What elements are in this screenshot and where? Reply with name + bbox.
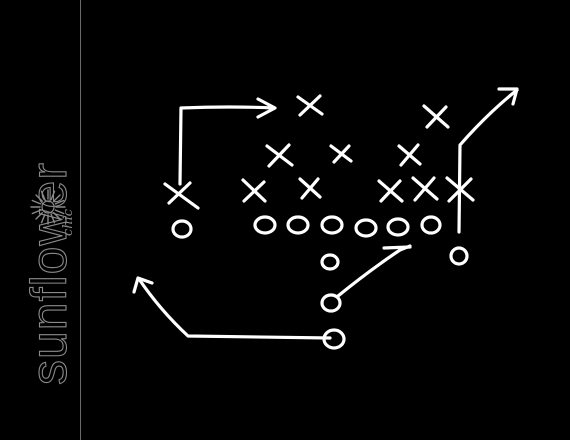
defense-x [445, 176, 475, 203]
brand-logo: sunflower [20, 161, 77, 385]
defense-x [422, 104, 450, 129]
defense-x [411, 176, 439, 202]
defense-x [298, 177, 322, 200]
brand-script-text: chic [61, 208, 76, 236]
route-right-post [457, 88, 519, 234]
brand-divider [80, 0, 81, 440]
sunflower-icon [30, 189, 66, 225]
route-bottom-left [137, 277, 332, 340]
brand-wordmark: sunflower [21, 162, 77, 385]
defense-x [397, 143, 422, 167]
offense-o [320, 215, 344, 235]
defense-x [241, 178, 267, 203]
route-middle-diagonal [336, 244, 412, 298]
route-bottom-left-arrowhead [132, 276, 154, 294]
route-middle-diagonal-tick [382, 245, 412, 250]
offense-o [322, 328, 346, 350]
defense-x [163, 181, 200, 210]
offense-o [171, 219, 193, 239]
offense-o [286, 215, 310, 235]
offense-o [354, 218, 378, 238]
offense-o [449, 246, 469, 266]
brand-strip: sunflower [0, 0, 80, 440]
route-top-left [178, 105, 276, 186]
defense-x [329, 144, 353, 164]
offense-o [386, 217, 410, 237]
offense-o [420, 215, 442, 235]
route-top-left-arrowhead [256, 97, 277, 119]
defense-markers [163, 94, 475, 210]
offense-markers [171, 215, 469, 350]
offense-o [253, 215, 277, 235]
defense-x [265, 143, 294, 168]
defense-x [377, 179, 404, 203]
defense-x [296, 94, 324, 117]
route-right-arrowhead [497, 87, 519, 106]
offense-o [320, 293, 342, 313]
offense-o [320, 253, 340, 271]
